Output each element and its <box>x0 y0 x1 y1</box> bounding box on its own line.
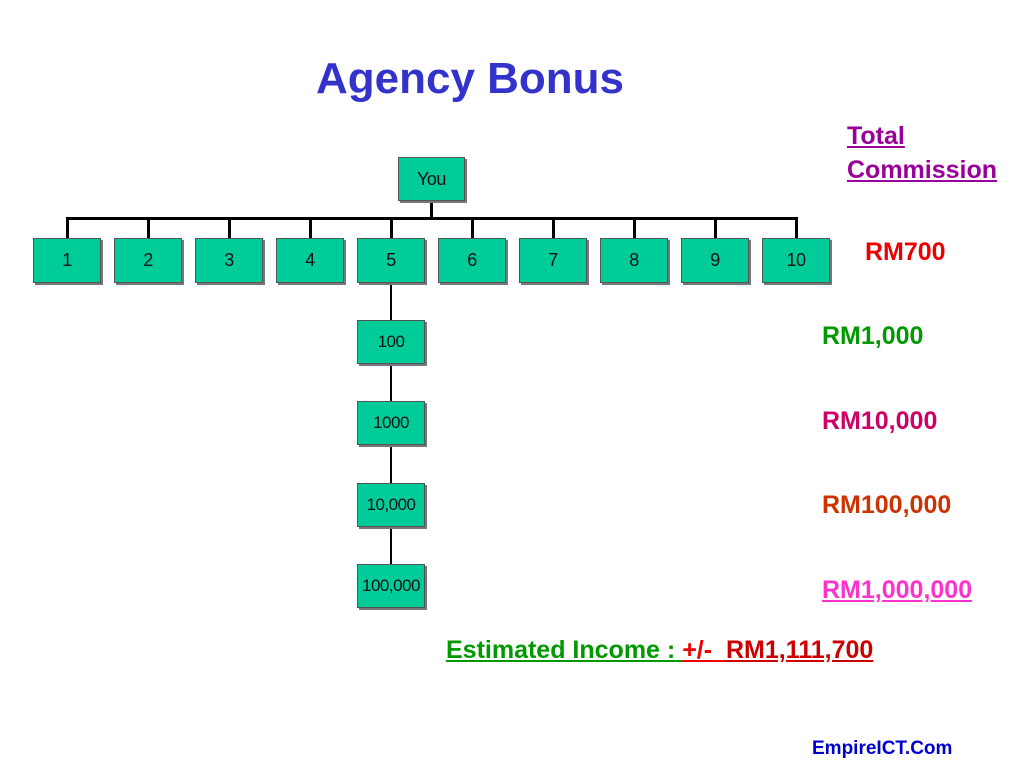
node-level1-1: 1 <box>33 238 101 283</box>
estimated-income: Estimated Income : +/- RM1,111,700 <box>446 636 873 665</box>
estimated-income-plusminus: +/- <box>682 636 713 664</box>
node-downline-1: 100 <box>357 320 425 364</box>
commission-amount-2: RM1,000 <box>822 322 924 350</box>
drop-line-9 <box>714 218 717 238</box>
drop-line-3 <box>228 218 231 238</box>
drop-line-4 <box>309 218 312 238</box>
commission-amount-1: RM700 <box>865 238 946 266</box>
drop-line-8 <box>633 218 636 238</box>
node-level1-5: 5 <box>357 238 425 283</box>
downline-connector <box>390 283 392 608</box>
root-connector <box>430 201 433 218</box>
drop-line-10 <box>795 218 798 238</box>
node-level1-8: 8 <box>600 238 668 283</box>
page-title: Agency Bonus <box>315 54 625 103</box>
node-level1-7: 7 <box>519 238 587 283</box>
node-downline-2: 1000 <box>357 401 425 445</box>
commission-amount-4: RM100,000 <box>822 491 952 519</box>
node-level1-9: 9 <box>681 238 749 283</box>
footer-site-name: EmpireICT.Com <box>812 738 953 759</box>
commission-amount-5: RM1,000,000 <box>822 576 973 604</box>
node-level1-2: 2 <box>114 238 182 283</box>
drop-line-1 <box>66 218 69 238</box>
header-line-1: Total <box>847 122 905 150</box>
drop-line-7 <box>552 218 555 238</box>
estimated-income-label: Estimated Income : <box>446 636 676 664</box>
level1-bus <box>66 217 798 220</box>
drop-line-5 <box>390 218 393 238</box>
header-line-2: Commission <box>847 156 998 184</box>
node-level1-3: 3 <box>195 238 263 283</box>
drop-line-6 <box>471 218 474 238</box>
node-level1-4: 4 <box>276 238 344 283</box>
node-downline-4: 100,000 <box>357 564 425 608</box>
commission-amount-3: RM10,000 <box>822 407 938 435</box>
estimated-income-total: RM1,111,700 <box>725 636 874 664</box>
total-commission-header: Total Commission <box>847 119 997 187</box>
node-level1-6: 6 <box>438 238 506 283</box>
node-level1-10: 10 <box>762 238 830 283</box>
drop-line-2 <box>147 218 150 238</box>
node-you: You <box>398 157 465 201</box>
node-downline-3: 10,000 <box>357 483 425 527</box>
